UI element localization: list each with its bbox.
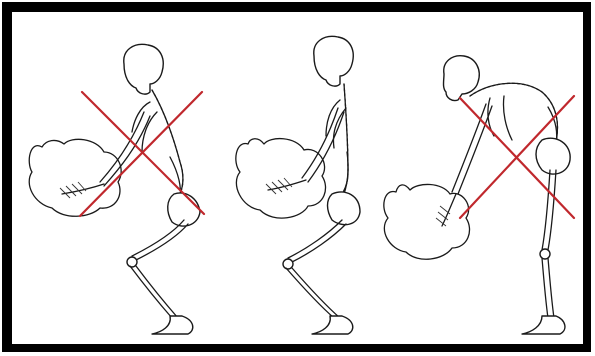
- skull: [314, 36, 353, 86]
- figure-squat-rounded-back: [29, 44, 204, 334]
- illustration-panel: [12, 12, 583, 344]
- figure-squat-straight-back: [236, 36, 360, 334]
- figure-stoop-rounded-back: [384, 56, 574, 334]
- load-sack-left: [29, 139, 121, 216]
- load-sack-middle: [236, 139, 326, 219]
- skull: [124, 44, 163, 94]
- lifting-posture-illustration: [12, 12, 583, 344]
- image-frame: [2, 2, 591, 352]
- load-sack-right: [384, 184, 470, 259]
